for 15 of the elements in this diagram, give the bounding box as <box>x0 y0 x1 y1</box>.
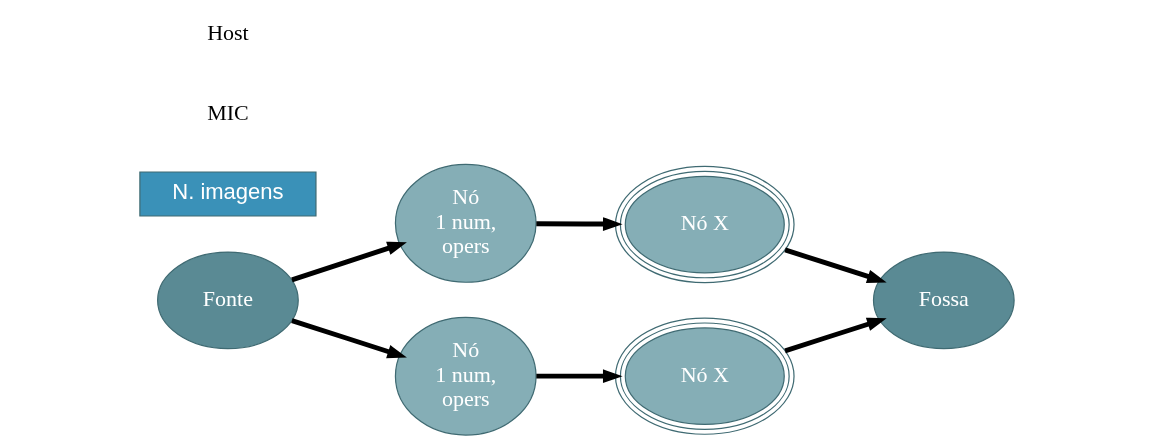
arrow <box>536 369 623 384</box>
arrow <box>291 318 407 359</box>
node-ellipse: Nó X <box>614 165 795 284</box>
arrow <box>784 317 887 354</box>
label: MIC <box>207 99 249 125</box>
node-ellipse: Fossa <box>872 251 1015 350</box>
arrow <box>291 241 407 283</box>
arrow <box>784 247 887 283</box>
node-ellipse: Nó 1 num, opers <box>394 163 537 283</box>
node-ellipse: Fonte <box>157 251 299 350</box>
node-ellipse: Nó X <box>614 317 795 435</box>
node-ellipse: Nó 1 num, opers <box>394 316 537 436</box>
label: Host <box>207 20 249 46</box>
node-box: N. imagens <box>139 171 317 217</box>
arrow <box>536 217 623 231</box>
